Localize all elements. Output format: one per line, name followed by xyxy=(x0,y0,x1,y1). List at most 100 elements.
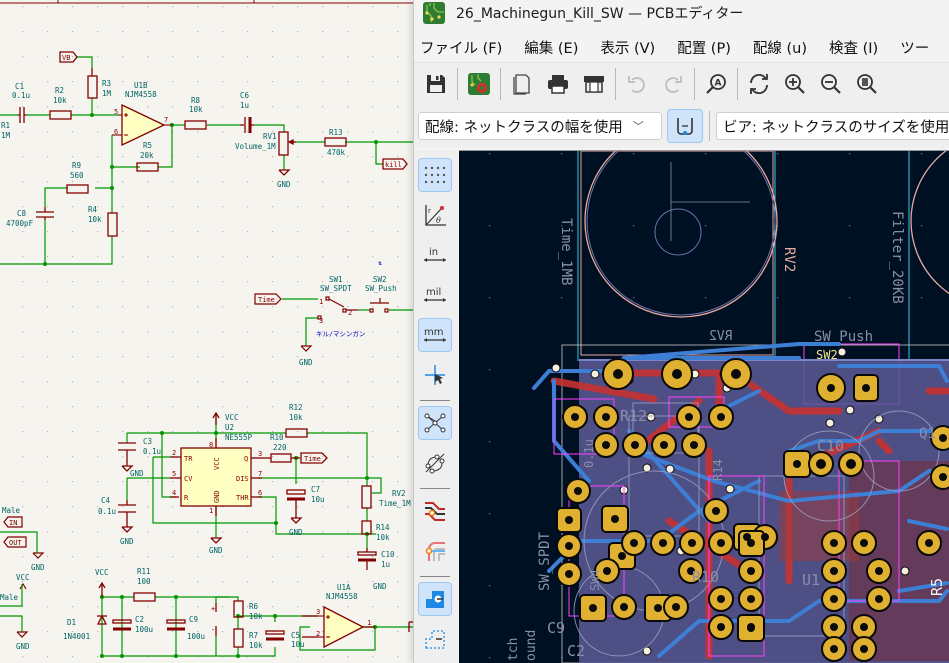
c5-value: 10u xyxy=(291,640,305,649)
find-button[interactable]: A xyxy=(698,67,734,101)
label-vb: VB xyxy=(62,54,70,62)
undo-button[interactable] xyxy=(619,67,655,101)
c9-value: 100u xyxy=(187,632,205,641)
pcb-label-c2: C2 xyxy=(567,642,585,660)
menu-place[interactable]: 配置 (P) xyxy=(677,40,731,57)
pcb-label-q1: Q1 xyxy=(919,426,936,442)
c3-ref: C3 xyxy=(143,437,152,446)
toggle-grid-button[interactable] xyxy=(418,158,452,192)
u2-pin-tr: TR xyxy=(184,455,193,463)
pcb-label-rv2: RV2 xyxy=(781,247,797,272)
unit-mil-button[interactable]: mil xyxy=(418,278,452,312)
svg-text:+: + xyxy=(211,605,215,613)
r5-value: 20k xyxy=(140,151,154,160)
pcb-label-c10: C10 xyxy=(817,437,844,455)
svg-text:mm: mm xyxy=(424,327,443,338)
label-male-2: Male xyxy=(0,593,19,602)
menu-inspect[interactable]: 検査 (I) xyxy=(829,40,879,57)
menu-view[interactable]: 表示 (V) xyxy=(600,40,656,57)
menu-route[interactable]: 配線 (u) xyxy=(752,40,807,57)
redo-button[interactable] xyxy=(655,67,691,101)
pcbnew-app-icon xyxy=(423,2,445,24)
print-icon xyxy=(548,74,568,94)
pad-display-mode-button[interactable] xyxy=(418,582,452,616)
toolbar-separator xyxy=(500,67,501,100)
zoom-in-button[interactable] xyxy=(777,67,813,101)
pcb-canvas[interactable]: Time_1MB RV2 RV2 Filter_20KB SW_Push SW2 xyxy=(459,150,949,663)
pcb-editor-window[interactable]: 26_Machinegun_Kill_SW — PCBエディター ファイル (F… xyxy=(413,0,949,663)
zoom-fit-button[interactable] xyxy=(849,67,885,101)
board-setup-button[interactable] xyxy=(461,67,497,101)
page-settings-button[interactable] xyxy=(504,67,540,101)
sw2-ref: SW2 xyxy=(373,275,387,284)
refresh-button[interactable] xyxy=(741,67,777,101)
vcc-ps: VCC xyxy=(95,568,109,577)
print-button[interactable] xyxy=(540,67,576,101)
auto-track-width-button[interactable] xyxy=(667,109,703,143)
via-size-value: ビア: ネットクラスのサイズを使用 xyxy=(723,119,949,136)
u1b-value: NJM4558 xyxy=(125,90,157,99)
toolbar-separator xyxy=(737,67,738,100)
svg-text:1: 1 xyxy=(367,619,371,627)
c7-value: 10u xyxy=(311,495,325,504)
pcb-label-r14: R14 xyxy=(711,459,725,481)
footprint-outline-button[interactable] xyxy=(418,622,452,656)
via-size-select[interactable]: ビア: ネットクラスのサイズを使用 ﹀ xyxy=(716,112,949,140)
svg-text:3: 3 xyxy=(319,317,323,325)
curved-ratsnest-icon xyxy=(425,453,445,474)
pcb-label-r12: R12 xyxy=(620,407,647,425)
r3-value: 1M xyxy=(102,89,112,98)
track-display-icon xyxy=(425,502,445,521)
gnd-out: GND xyxy=(31,563,45,572)
curved-ratsnest-button[interactable] xyxy=(418,446,452,480)
svg-text:2: 2 xyxy=(172,449,176,457)
svg-text:2: 2 xyxy=(348,309,352,317)
window-title: 26_Machinegun_Kill_SW — PCBエディター xyxy=(456,6,744,22)
r13-value: 470k xyxy=(327,148,346,157)
via-display-mode-button[interactable] xyxy=(418,534,452,568)
u2-pin-thr: THR xyxy=(236,494,249,502)
gnd-c10: GND xyxy=(373,582,387,591)
track-width-select[interactable]: 配線: ネットクラスの幅を使用 ﹀ xyxy=(418,112,662,140)
c8-value: 4700pF xyxy=(6,219,34,228)
undo-icon xyxy=(628,75,645,93)
schematic-editor-canvas[interactable]: C1 0.1u R1 1M R2 10k R3 1M U1B NJM4558 R… xyxy=(0,0,413,663)
svg-text:in: in xyxy=(429,247,438,258)
r10-value: 220 xyxy=(273,443,287,452)
zoom-out-button[interactable] xyxy=(813,67,849,101)
find-icon: A xyxy=(706,73,726,94)
title-bar[interactable]: 26_Machinegun_Kill_SW — PCBエディター xyxy=(414,0,949,26)
r2-value: 10k xyxy=(53,96,67,105)
r6-value: 10k xyxy=(249,612,263,621)
unit-mm-button[interactable]: mm xyxy=(418,318,452,352)
toolbar-separator xyxy=(420,488,450,489)
r7-ref: R7 xyxy=(249,631,258,640)
cursor-style-button[interactable] xyxy=(418,358,452,392)
c10-value: 1u xyxy=(381,560,390,569)
r6-ref: R6 xyxy=(249,602,259,611)
unit-inch-button[interactable]: in xyxy=(418,238,452,272)
unit-mm-icon: mm xyxy=(424,327,446,342)
chevron-down-icon: ﹀ xyxy=(632,120,644,133)
track-display-mode-button[interactable] xyxy=(418,494,452,528)
redo-icon xyxy=(665,75,682,93)
cursor-crosshair-icon xyxy=(425,365,445,385)
save-button[interactable] xyxy=(418,67,454,101)
svg-text:2: 2 xyxy=(316,630,320,638)
c9-ref: C9 xyxy=(189,615,198,624)
show-ratsnest-button[interactable] xyxy=(418,406,452,440)
c1-value: 0.1u xyxy=(12,91,30,100)
menu-edit[interactable]: 編集 (E) xyxy=(524,40,579,57)
toolbar-separator xyxy=(420,400,450,401)
label-time-1: Time xyxy=(258,296,275,304)
menu-tools[interactable]: ツー xyxy=(900,40,930,57)
u2-pin-cv: CV xyxy=(184,475,193,483)
menu-file[interactable]: ファイル (F) xyxy=(420,40,503,57)
c7-ref: C7 xyxy=(311,485,320,494)
sw1-value: SW_SPDT xyxy=(320,284,352,293)
gnd-c4: GND xyxy=(120,537,134,546)
zoom-out-icon xyxy=(821,73,841,94)
plot-button[interactable] xyxy=(576,67,612,101)
c4-ref: C4 xyxy=(101,496,111,505)
